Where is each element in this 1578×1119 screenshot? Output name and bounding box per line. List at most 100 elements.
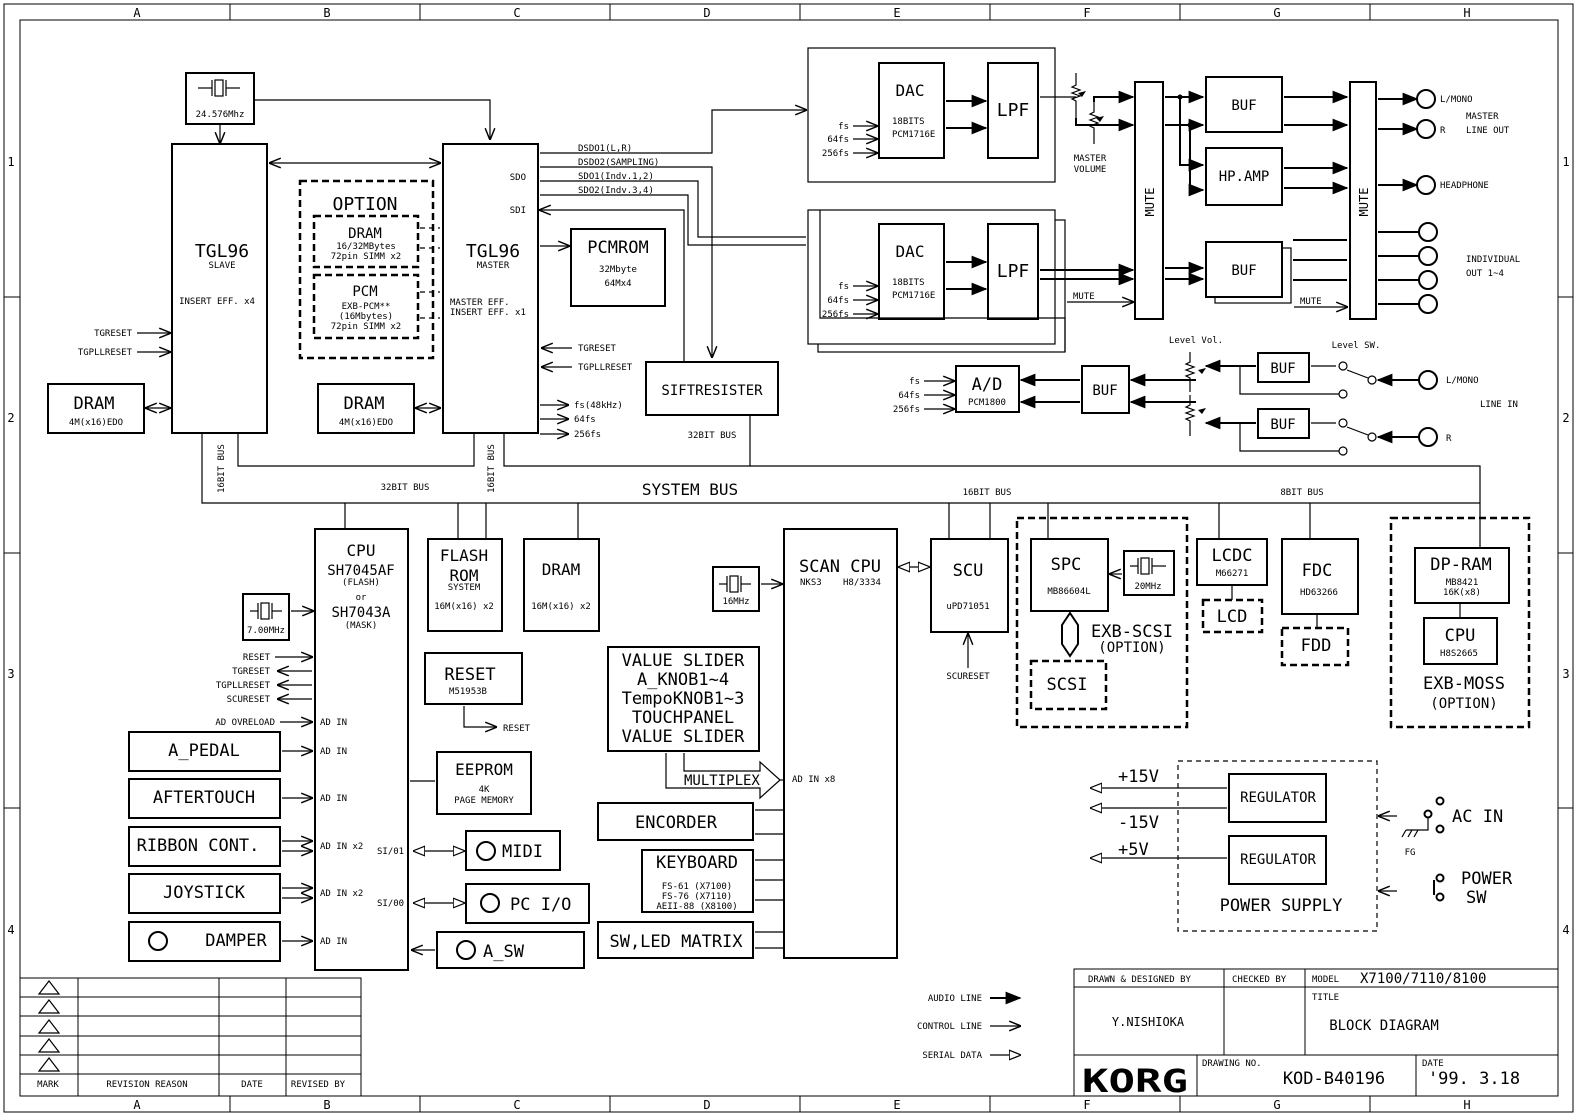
power-p5: +5V [1118, 840, 1149, 860]
exb-moss-option: DP-RAM MB8421 16K(x8) CPU H8S2665 EXB-MO… [1389, 516, 1531, 729]
grid-col-g-bottom: G [1273, 1098, 1280, 1112]
reset-ic-sub: M51953B [449, 687, 487, 697]
tb-drawing: KOD-B40196 [1283, 1069, 1385, 1089]
exb-moss-l2: (OPTION) [1430, 696, 1497, 712]
power-ac: AC IN [1452, 807, 1503, 827]
damper-jack-icon [148, 931, 168, 951]
grid-col-b: B [323, 6, 330, 20]
grid-col-b-bottom: B [323, 1098, 330, 1112]
fdc-sub: HD63266 [1300, 588, 1338, 598]
pc-jack-icon [480, 893, 500, 913]
option-pcm-l2: (16Mbytes) [339, 312, 393, 322]
grid-col-a-bottom: A [133, 1098, 141, 1112]
title-block: DRAWN & DESIGNED BY CHECKED BY MODEL X71… [1073, 968, 1559, 1100]
cpu-title: CPU [347, 541, 376, 560]
dac1-64fs: 64fs [827, 135, 849, 145]
bus32-label: 32BIT BUS [381, 483, 430, 493]
scu: SCU uPD71051 SCURESET [930, 538, 1009, 682]
tgl-master-sub: MASTER [477, 261, 510, 271]
sw-led-matrix: SW,LED MATRIX [597, 921, 784, 959]
mute1-label: MUTE [1143, 188, 1157, 217]
grid-col-c: C [513, 6, 520, 20]
mute2-label: MUTE [1357, 188, 1371, 217]
input-joystick: JOYSTICK [163, 883, 246, 903]
cpu-l3: or [356, 593, 367, 603]
scu-title: SCU [953, 561, 984, 581]
rev-reason: REVISION REASON [106, 1080, 187, 1090]
asw-jack-icon [456, 940, 476, 960]
sift-resister: SIFTRESISTER 32BIT BUS [645, 361, 779, 441]
dpram-l1: MB8421 [1446, 578, 1479, 588]
keyboard-l3: AEII-88 (X8100) [656, 902, 737, 912]
legend-control: CONTROL LINE [917, 1022, 982, 1032]
crystal-24mhz-label: 24.576Mhz [196, 110, 245, 120]
bus8-label: 8BIT BUS [1280, 488, 1323, 498]
scan-adin: AD IN x8 [792, 775, 835, 785]
sig-fs48: fs(48kHz) [574, 401, 623, 411]
buf-out-indiv: BUF MUTE [1205, 239, 1347, 307]
dram-sys-title: DRAM [542, 560, 581, 579]
out-headphone: HEADPHONE [1440, 181, 1489, 191]
dac2-256fs: 256fs [822, 310, 849, 320]
rev-mark: MARK [37, 1080, 59, 1090]
tgl-master-reset: TGRESET [578, 344, 617, 354]
mute-1: MUTE [1134, 81, 1205, 320]
lcd-title: LCD [1217, 607, 1248, 627]
sig-fs256: 256fs [574, 430, 601, 440]
buf1-title: BUF [1231, 98, 1256, 114]
grid-row-3-right: 3 [1562, 667, 1569, 681]
revision-table: MARK REVISION REASON DATE REVISED BY [19, 977, 362, 1097]
reset-ic-title: RESET [444, 665, 495, 685]
cpu-l1: SH7045AF [327, 563, 394, 579]
fdc-title: FDC [1302, 561, 1333, 581]
tgl-master-eff1: MASTER EFF. [450, 298, 510, 308]
grid-col-f: F [1083, 6, 1090, 20]
keyboard-l1: FS-61 (X7100) [662, 882, 732, 892]
option-dram-simm: 72pin SIMM x2 [331, 252, 401, 262]
option-group: OPTION DRAM 16/32MBytes 72pin SIMM x2 PC… [298, 179, 440, 360]
tgl96-slave: TGL96 SLAVE INSERT EFF. x4 TGRESET TGPLL… [78, 143, 440, 434]
adc-fs: fs [909, 377, 920, 387]
pcmrom-l2: 64Mx4 [604, 279, 631, 289]
dac2-64fs: 64fs [827, 296, 849, 306]
encorder-title: ENCORDER [635, 813, 718, 833]
linein-buf2: BUF [1270, 361, 1295, 377]
grid-col-d: D [703, 6, 710, 20]
tgl-slave-pll: TGPLLRESET [78, 348, 133, 358]
cpu-adin-1: AD IN [320, 718, 347, 728]
power-sw-1: POWER [1461, 869, 1513, 889]
multiplex-label: MULTIPLEX [684, 773, 760, 789]
cpu-sig-tgreset: TGRESET [232, 667, 271, 677]
grid-col-a: A [133, 6, 141, 20]
tgl-slave-sub: SLAVE [208, 261, 235, 271]
reg2-title: REGULATOR [1240, 852, 1316, 868]
cpu-adin-3: AD IN [320, 794, 347, 804]
bus16-scu-label: 16BIT BUS [963, 488, 1012, 498]
power-supply-label: POWER SUPPLY [1220, 896, 1343, 916]
adc-title: A/D [972, 375, 1003, 395]
bus16-label-2: 16BIT BUS [487, 444, 497, 493]
sig-dsdo1: DSDO1(L,R) [578, 144, 632, 154]
master-volume-l1: MASTER [1074, 154, 1107, 164]
swled-title: SW,LED MATRIX [609, 932, 743, 952]
crystal-24mhz: 24.576Mhz [185, 72, 490, 143]
grid-row-1: 1 [7, 155, 14, 169]
fdd-title: FDD [1301, 636, 1332, 656]
mute-sig-1: MUTE [1073, 292, 1095, 302]
lcdc-title: LCDC [1212, 546, 1253, 566]
dac-section-1: DAC 18BITS PCM1716E LPF fs 64fs 256fs [807, 47, 1056, 183]
tgl-master-sdo: SDO [510, 173, 526, 183]
cpu-adin-5: AD IN x2 [320, 889, 363, 899]
scan-title: SCAN CPU [799, 557, 881, 577]
cpu-si00: SI/00 [377, 899, 404, 909]
reset-ic-out: RESET [503, 724, 531, 734]
exb-scsi-option: SPC MB86604L 20MHz EXB-SCSI (OPTION) SCS… [1015, 516, 1189, 729]
adc-sub: PCM1800 [968, 398, 1006, 408]
tb-drawing-label: DRAWING NO. [1202, 1059, 1262, 1069]
buf-out-1: BUF [1205, 76, 1349, 133]
cpu-adin-4: AD IN x2 [320, 842, 363, 852]
linein-lmono: L/MONO [1446, 376, 1479, 386]
vs-l2: A_KNOB1~4 [637, 670, 729, 690]
power-p15: +15V [1118, 767, 1159, 787]
